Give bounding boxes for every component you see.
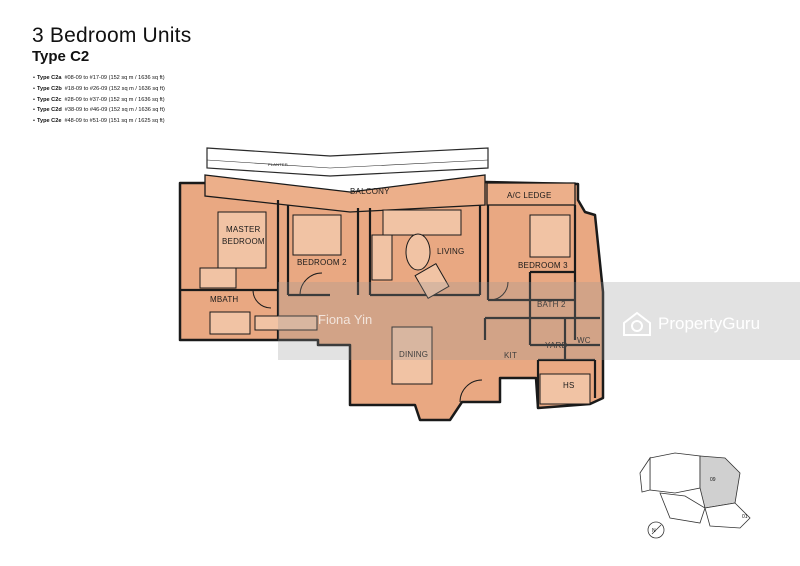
key-ref-label: 01 xyxy=(742,514,748,520)
propertyguru-logo-icon xyxy=(623,311,651,336)
unit-type-list: •Type C2a#08-09 to #17-09 (152 sq m / 16… xyxy=(33,73,165,127)
key-unit-label: 09 xyxy=(710,477,716,483)
unit-type-item: •Type C2e#48-09 to #51-09 (151 sq m / 16… xyxy=(33,118,165,125)
key-plan: 09 01 N xyxy=(639,452,751,539)
highlighted-unit xyxy=(699,455,741,509)
unit-type-item: •Type C2c#28-09 to #37-09 (152 sq m / 16… xyxy=(33,96,165,103)
compass-icon: N xyxy=(647,521,665,539)
planter-strip xyxy=(206,147,489,177)
furniture xyxy=(199,209,591,405)
brand-watermark: PropertyGuru xyxy=(622,311,760,337)
unit-type-item: •Type C2b#18-09 to #26-09 (152 sq m / 16… xyxy=(33,85,165,92)
hs-label: HS xyxy=(563,381,575,390)
living-label: LIVING xyxy=(437,247,464,256)
mbath-label: MBATH xyxy=(210,295,238,304)
page-title: 3 Bedroom Units xyxy=(32,24,192,47)
bedroom-3-label: BEDROOM 3 xyxy=(518,261,568,270)
watermark-band xyxy=(278,282,800,360)
unit-type-item: •Type C2a#08-09 to #17-09 (152 sq m / 16… xyxy=(33,75,165,81)
agent-watermark: Fiona Yin xyxy=(318,312,373,327)
balcony-area xyxy=(204,174,486,213)
ac-ledge-label: A/C LEDGE xyxy=(507,191,551,200)
wc-label: WC xyxy=(577,336,591,345)
unit-type-item: •Type C2d#38-09 to #46-09 (152 sq m / 16… xyxy=(33,107,165,114)
unit-floor xyxy=(178,180,605,422)
door-swings xyxy=(252,272,509,403)
svg-text:N: N xyxy=(652,528,656,534)
brand-name: PropertyGuru xyxy=(658,314,761,333)
bedroom-2-label: BEDROOM 2 xyxy=(297,258,347,267)
balcony-label: BALCONY xyxy=(350,187,390,196)
bath-2-label: BATH 2 xyxy=(537,300,566,309)
kit-label: KIT xyxy=(504,351,517,360)
master-bedroom-label: MASTER xyxy=(226,225,261,234)
master-bedroom-label-2: BEDROOM xyxy=(222,237,265,246)
unit-type-heading: Type C2 xyxy=(32,48,90,65)
interior-walls xyxy=(180,200,600,408)
dining-label: DINING xyxy=(399,350,428,359)
ac-ledge xyxy=(486,182,576,206)
planter-label: PLANTER xyxy=(268,162,288,167)
yard-label: YARD xyxy=(545,341,567,350)
